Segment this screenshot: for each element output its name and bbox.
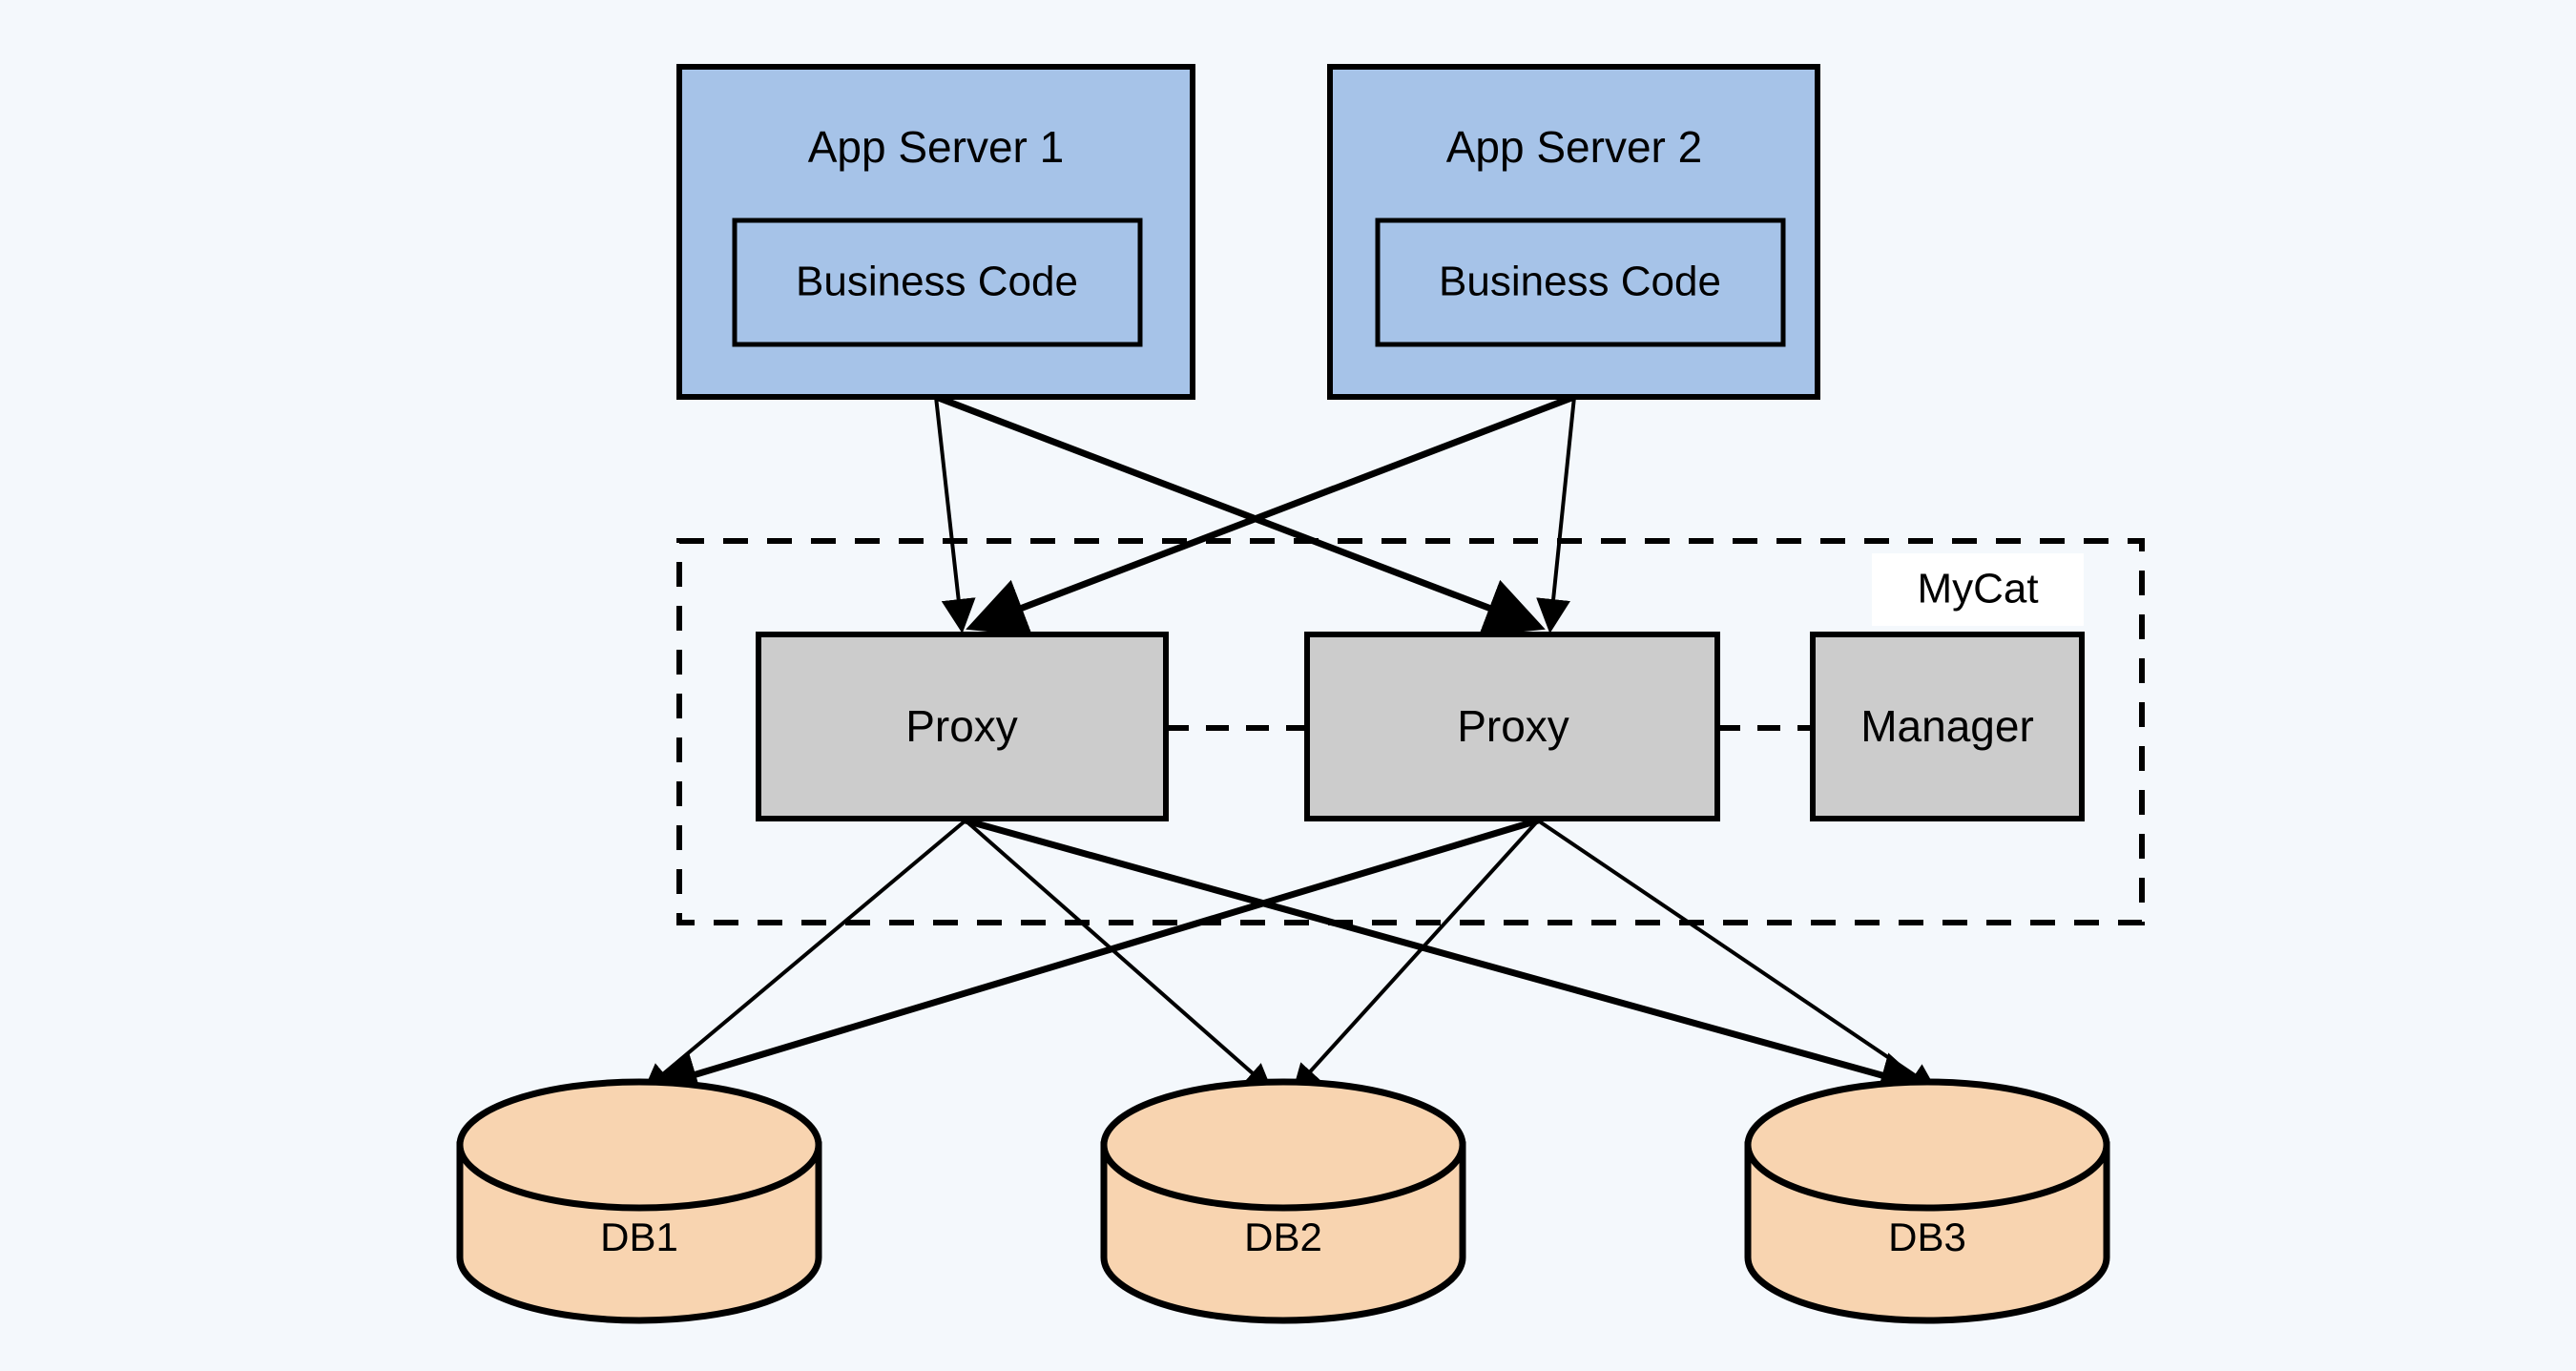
edge-proxy2-to-db2 [1292,819,1540,1091]
database-2-top[interactable] [1100,1078,1466,1212]
database-3-node[interactable]: DB3 [1744,1078,2110,1324]
edge-appserver1-to-proxy1 [934,396,976,634]
database-1-top[interactable] [456,1078,822,1212]
proxy-2-node[interactable]: Proxy [1304,632,1720,821]
app-server-1-business-code-label: Business Code [796,259,1078,305]
database-1-label: DB1 [600,1215,678,1259]
app-server-2-node[interactable]: App Server 2 Business Code [1327,64,1820,400]
proxy-2-box[interactable] [1304,632,1720,821]
mycat-group-container: MyCat [676,538,2145,925]
database-1-node[interactable]: DB1 [456,1078,822,1324]
proxy-to-database-edges [643,817,1937,1098]
database-3-label: DB3 [1888,1215,1966,1259]
mycat-group-label: MyCat [1917,566,2038,613]
edge-appserver1-to-proxy2 [934,393,1546,636]
app-server-2-title: App Server 2 [1446,122,1702,172]
database-2-label: DB2 [1244,1215,1322,1259]
app-server-1-business-code-box[interactable] [732,218,1143,347]
manager-box[interactable] [1810,632,2085,821]
app-server-1-node[interactable]: App Server 1 Business Code [676,64,1195,400]
manager-label: Manager [1860,701,2034,751]
app-server-1-box[interactable] [676,64,1195,400]
appserver-to-proxy-edges [934,393,1576,636]
proxy-1-node[interactable]: Proxy [756,632,1169,821]
app-server-2-business-code-label: Business Code [1439,259,1721,305]
edge-proxy1-to-db1 [643,819,967,1091]
app-server-2-business-code-box[interactable] [1375,218,1786,347]
edge-appserver2-to-proxy1 [966,393,1576,636]
app-server-1-title: App Server 1 [808,122,1064,172]
database-2-node[interactable]: DB2 [1100,1078,1466,1324]
app-server-2-box[interactable] [1327,64,1820,400]
edge-proxy2-to-db1 [651,817,1540,1097]
edge-proxy1-to-db3 [965,817,1927,1098]
proxy-1-label: Proxy [905,701,1018,751]
mycat-label-backdrop [1872,553,2084,626]
edge-proxy2-to-db3 [1536,819,1937,1091]
database-3-top[interactable] [1744,1078,2110,1212]
proxy-1-box[interactable] [756,632,1169,821]
proxy-2-label: Proxy [1457,701,1569,751]
edge-appserver2-to-proxy2 [1536,396,1576,634]
edge-proxy1-to-db2 [964,819,1273,1091]
manager-node[interactable]: Manager [1810,632,2085,821]
